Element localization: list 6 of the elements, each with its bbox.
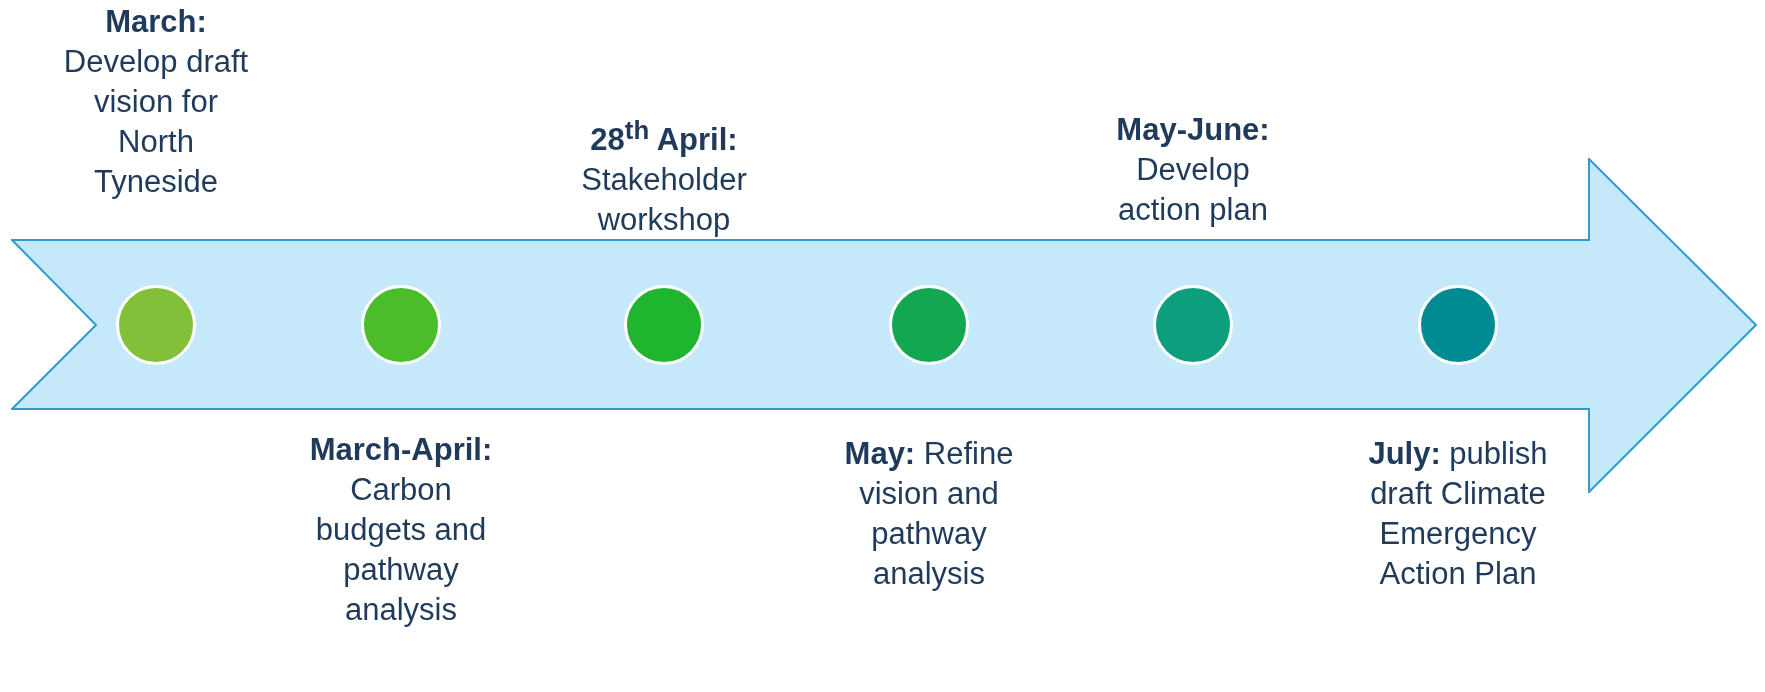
milestone-label: May-June: Develop action plan <box>1115 111 1271 229</box>
milestone-label: 28$^{th}$ April: Stakeholder workshop <box>580 115 748 240</box>
milestone-label: May: Refine vision and pathway analysis <box>843 435 1015 593</box>
milestone-label: March-April: Carbon budgets and pathway analysis <box>308 431 494 629</box>
milestone-label: July: publish draft Climate Emergency Action Plan <box>1367 435 1549 593</box>
milestone-label: March: Develop draft vision for North Tyneside <box>63 3 249 201</box>
